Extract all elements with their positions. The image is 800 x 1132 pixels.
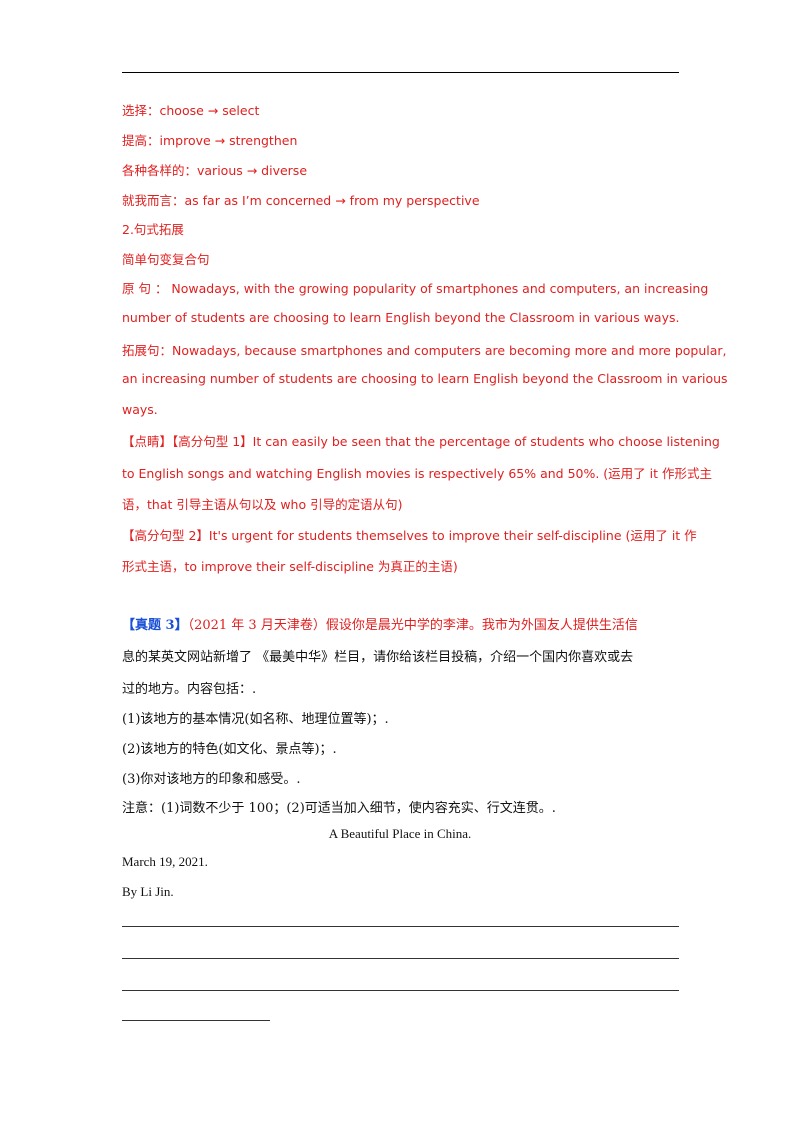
tip2-line: 形式主语，to improve their self-discipline 为真… [122,559,458,574]
vocab-item: 选择：choose → select [122,103,260,118]
task-note: 注意：(1)词数不少于 100；(2)可适当加入细节，使内容充实、行文连贯。. [122,801,556,816]
original-sentence-line: 原 句 ： Nowadays, with the growing popular… [122,281,709,296]
original-sentence-line: number of students are choosing to learn… [122,310,680,325]
answer-line-short[interactable] [122,1020,270,1021]
task-point: (1)该地方的基本情况(如名称、地理位置等)；. [122,712,389,727]
tip-line: 【点睛】【高分句型 1】It can easily be seen that t… [122,434,720,449]
tip-line: 语，that 引导主语从句以及 who 引导的定语从句) [122,497,403,512]
answer-line[interactable] [122,958,679,959]
essay-byline: By Li Jin. [122,884,174,899]
expanded-sentence-line: 拓展句：Nowadays, because smartphones and co… [122,343,727,358]
header-rule [122,72,679,73]
expanded-sentence-line: an increasing number of students are cho… [122,371,728,386]
essay-title: A Beautiful Place in China. [328,826,472,841]
vocab-item: 提高：improve → strengthen [122,133,298,148]
answer-line[interactable] [122,926,679,927]
section-subheading: 简单句变复合句 [122,252,210,267]
tip2-line: 【高分句型 2】It's urgent for students themsel… [122,528,697,543]
section-heading: 2.句式拓展 [122,222,184,237]
answer-line[interactable] [122,990,679,991]
expanded-sentence-line: ways. [122,402,158,417]
vocab-item: 就我而言：as far as I’m concerned → from my p… [122,193,480,208]
tip-line: to English songs and watching English mo… [122,466,712,481]
task-prompt-line: 过的地方。内容包括：. [122,682,257,697]
task-point: (3)你对该地方的印象和感受。. [122,772,301,787]
task-point: (2)该地方的特色(如文化、景点等)；. [122,742,337,757]
task-prompt-line: 【真题 3】（2021 年 3 月天津卷）假设你是晨光中学的李津。我市为外国友人… [122,614,638,633]
task-prompt-line: 息的某英文网站新增了 《最美中华》栏目，请你给该栏目投稿，介绍一个国内你喜欢或去 [122,650,634,665]
task-tag: 【真题 3】 [122,618,188,633]
essay-date: March 19, 2021. [122,854,208,869]
task-source: （2021 年 3 月天津卷）假设你是晨光中学的李津。我市为外国友人提供生活信 [187,618,638,633]
vocab-item: 各种各样的：various → diverse [122,163,308,178]
